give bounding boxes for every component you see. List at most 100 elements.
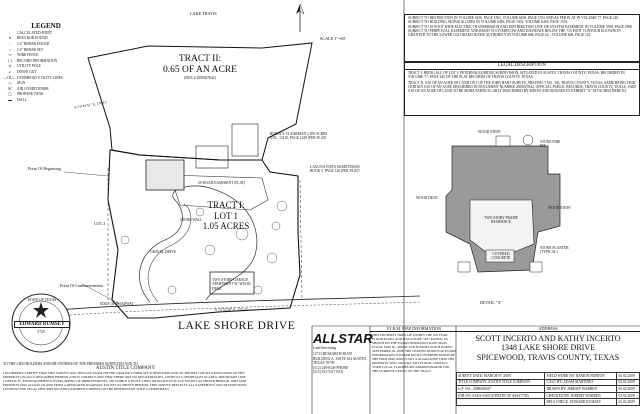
legend-item: ◯PROPANE TANK <box>3 92 79 98</box>
lot-2-label: LOT 2 <box>94 221 106 226</box>
legend-symbol-icon: ◦ <box>9 41 11 46</box>
legend-list: ·CALCULATED POINT●IRON ROD FOUND◦1/2" RE… <box>3 30 79 103</box>
legend-symbol-icon: AC <box>7 86 13 91</box>
tree-icons <box>120 200 288 295</box>
company-address: 12713 RESEARCH BLVD. BUILDING A, SUITE 1… <box>313 352 367 366</box>
legend-item: ▭SIGN <box>3 80 79 86</box>
legal-description: LEGAL DESCRIPTION TRACT I: BEING ALL OF … <box>404 62 640 116</box>
garage-building <box>209 271 255 295</box>
detail-covered-concrete: COVERED CONCRETE <box>491 252 511 261</box>
legal-note: TRACT I: BEING ALL OF LOT 1, PETERNALES … <box>408 71 625 80</box>
road-edge <box>29 295 421 313</box>
subdivision-label: LAGUNA VISTA SUBDIVISION BOOK 5, PAGE 12… <box>310 165 360 174</box>
job-table-cell: 03.02.2009 <box>616 378 640 387</box>
job-table-cell: CHECKED BY: JEREMY WARREN <box>544 391 618 400</box>
scale-label: SCALE 1"=60' <box>320 36 346 41</box>
legend-label: WALL <box>17 97 27 102</box>
tract-i-label: TRACT I: LOT 1 1.05 ACRES <box>186 200 266 232</box>
cert-company: AUSTIN TITLE COMPANY <box>95 366 156 372</box>
road-easement <box>169 174 269 211</box>
detail-wood-steps: WOOD STEPS <box>478 130 501 134</box>
restriction-note: SUBJECT TO RESTRICTION IN VOLUME 6456, P… <box>408 16 620 20</box>
company-fax: (512) 331-5217 FAX <box>313 370 344 375</box>
job-table-cell: 03.02.2009 <box>616 398 640 406</box>
legend-item: ○1/2" REBAR SET <box>3 47 79 53</box>
legend-label: CALCULATED POINT <box>17 30 53 35</box>
tract-i-size: 1.05 ACRES <box>202 221 250 231</box>
restriction-note: SUBJECT TO BUILDING SETBACK LINES IN VOL… <box>408 20 569 25</box>
legal-title: LEGAL DESCRIPTION <box>405 63 639 70</box>
stone-wall-label: STONE WALL <box>180 218 203 222</box>
tract-ii-title: TRACT II: <box>178 54 222 64</box>
detail-fire-pit: STONE FIRE PIT <box>540 140 561 149</box>
owners: SCOTT INCERTO AND KATHY INCERTO <box>475 334 621 343</box>
legend-symbol-icon: ▬ <box>8 97 12 102</box>
legend-symbol-icon: ◯ <box>7 92 13 97</box>
firm-body: THIS PROPERTY DOES LIE WITHIN THE 100 YE… <box>372 333 456 373</box>
cert-to-line: TO THE LIEN HOLDERS AND/OR OWNERS OF THE… <box>3 362 138 366</box>
address-head: ADDRESS <box>456 326 640 332</box>
legend-symbol-icon: —OU— <box>3 75 17 80</box>
legend-symbol-icon: -x- <box>7 53 13 58</box>
tract-i-title: TRACT I: <box>207 200 245 210</box>
restrictions-notes: SUBJECT TO RESTRICTION IN VOLUME 6456, P… <box>404 14 640 62</box>
city: SPICEWOOD, TRAVIS COUNTY, TEXAS <box>476 352 620 362</box>
job-table-cell: CALC BY: ADAM MARTINEZ <box>544 378 618 387</box>
legend-label: 1/2" REBAR SET <box>17 47 44 52</box>
job-table-cell: TITLE COMPANY: AUSTIN TITLE COMPANY <box>455 378 546 387</box>
legend-item: ◦ 1/2" REBAR FOUND <box>3 41 79 47</box>
legend-label: SIGN <box>17 81 26 86</box>
job-table-cell: RPLS CHECK: EDWARD RUMSEY <box>544 398 618 406</box>
title-block: ADDRESS SCOTT INCERTO AND KATHY INCERTO … <box>405 326 640 362</box>
company-block: ALLSTAR Land Surveying 12713 RESEARCH BL… <box>313 331 373 375</box>
tract-i-lot: LOT 1 <box>213 210 239 221</box>
company-phone: (512) 249-8149 PHONE <box>313 365 349 370</box>
tract-i-boundary <box>107 149 301 319</box>
tract-ii-size: 0.65 OF AN ACRE <box>163 65 237 75</box>
detail-a-drawing <box>445 134 561 273</box>
legend-item: ▬ WALL <box>3 97 79 103</box>
legend-item: ●IRON ROD FOUND <box>3 36 79 42</box>
garage-label: TWO STORY GARAGE APARTMENT W/ WOOD DECK <box>212 278 251 291</box>
firm-title: F.I.R.M. MAP INFORMATION <box>370 326 458 332</box>
star-icon <box>33 302 49 318</box>
job-table-cell: G.F. NO.: 2088000037 <box>455 385 546 393</box>
seal-name: EDWARD RUMSEY <box>14 321 70 328</box>
road-label: LAKE SHORE DRIVE <box>178 320 296 332</box>
legend-item: —OU—OVERHEAD UTILITY LINES <box>3 75 79 81</box>
legend-label: 1/2" REBAR FOUND <box>17 41 50 46</box>
legal-note: TRACT II: 0.65 OF AN ACRE OF LAND OUT OF… <box>408 80 636 94</box>
point-of-beginning: Point Of Beginning <box>28 166 61 171</box>
tract-ii-label: TRACT II: 0.65 OF AN ACRE (DOC.# 2000027… <box>160 54 240 80</box>
legend-item: ↙DOWN GUY <box>3 69 79 75</box>
legend-symbol-icon: ⊙ <box>8 64 12 69</box>
job-table-row: JOB NO: ASUS-0100 (UPDATE OF ASS27758)CH… <box>455 391 640 400</box>
tract-ii-boundary <box>87 42 313 161</box>
job-table-cell: 03.02.2009 <box>616 391 640 400</box>
firm-info: F.I.R.M. MAP INFORMATION THIS PROPERTY D… <box>370 326 458 414</box>
road-easement-label: 20' ROAD EASEMENT (PLAT) <box>198 181 246 185</box>
company-sub: Land Surveying <box>313 346 337 350</box>
legend-label: RECORD INFORMATION <box>17 58 58 63</box>
legend-label: IRON ROD FOUND <box>17 36 48 41</box>
legend-symbol-icon: ( ) <box>8 58 12 63</box>
certification: TO THE LIEN HOLDERS AND/OR OWNERS OF THE… <box>3 362 248 391</box>
detail-wood-steps-2: WOOD STEPS <box>548 206 571 210</box>
legend: LEGEND ·CALCULATED POINT●IRON ROD FOUND◦… <box>3 22 79 103</box>
seal-number: 5729 <box>37 330 45 334</box>
legend-label: OVERHEAD UTILITY LINES <box>17 75 63 80</box>
company-logo: ALLSTAR <box>313 331 373 346</box>
legend-label: WIRE FENCE <box>17 53 39 58</box>
dock <box>231 123 259 157</box>
tract-ii-doc: (DOC.# 2000027842) <box>184 76 216 80</box>
legend-item: ( ) RECORD INFORMATION <box>3 58 79 64</box>
street: 1348 LAKE SHORE DRIVE <box>501 343 595 353</box>
legend-title: LEGEND <box>31 22 61 30</box>
job-table-cell: 03.02.2009 <box>616 385 640 393</box>
